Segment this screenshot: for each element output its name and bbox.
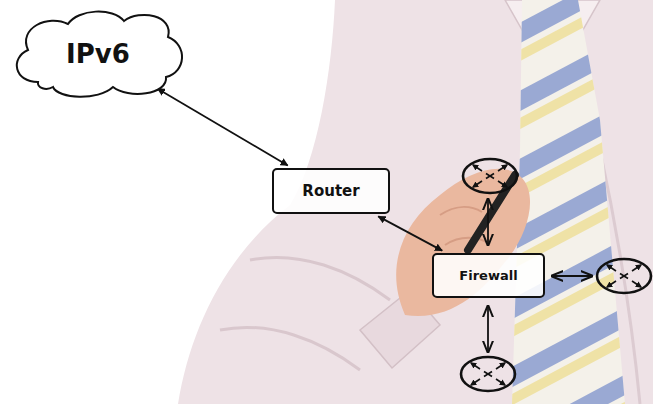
router-symbol: [463, 159, 517, 193]
wire: [487, 199, 489, 245]
wire: [552, 275, 592, 277]
shirt-fold: [220, 327, 360, 370]
router-box: Router: [272, 168, 390, 214]
connector-arrow: [158, 89, 288, 166]
wire: [487, 306, 489, 352]
node-label: Firewall: [459, 268, 517, 283]
router-symbol: [461, 357, 515, 391]
cloud-node: IPv6: [8, 6, 188, 101]
router-symbol: [597, 259, 651, 293]
knuckle: [440, 207, 482, 215]
node-label: IPv6: [66, 39, 130, 69]
connector-arrow: [378, 216, 442, 250]
node-label: Router: [302, 182, 359, 200]
cloud-outline-path: [17, 12, 182, 97]
firewall-box: Firewall: [432, 253, 545, 298]
shirt-fold: [250, 257, 390, 300]
